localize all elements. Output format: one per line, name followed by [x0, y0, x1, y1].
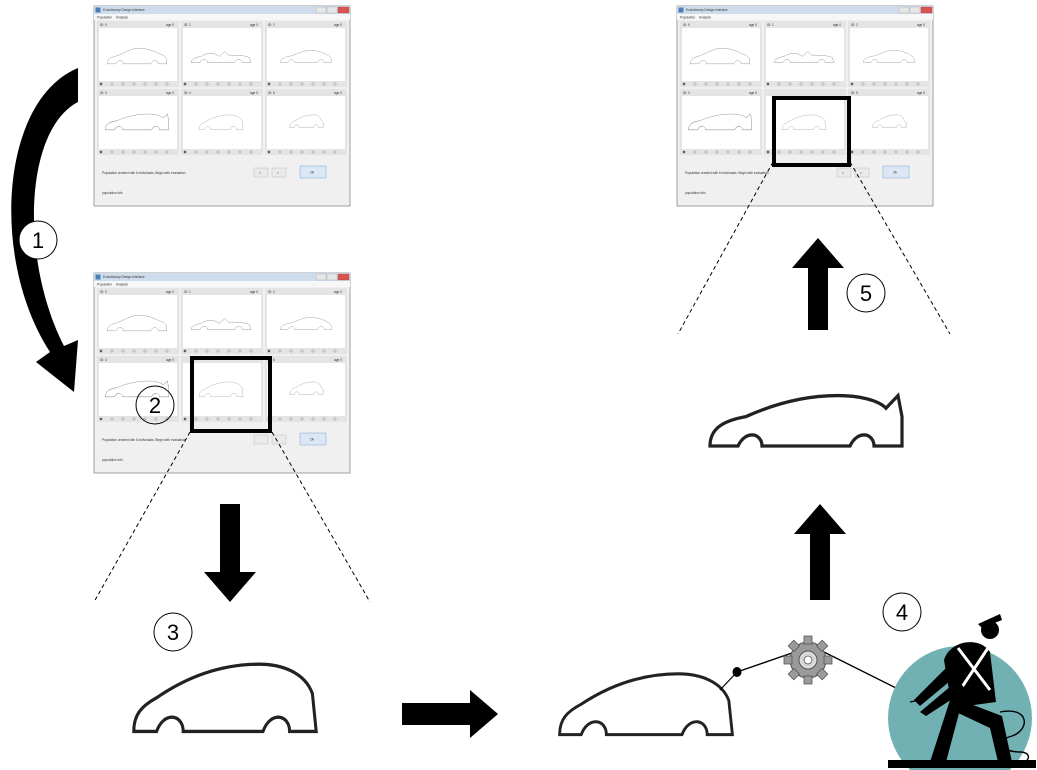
cell-age: age 0: [749, 91, 757, 95]
cell-id: ID: 3: [100, 358, 107, 362]
gear-icon: [783, 635, 833, 685]
cell-age: age 0: [250, 91, 258, 95]
cell-id: ID: 3: [683, 91, 690, 95]
menu-population[interactable]: Population: [97, 282, 112, 286]
menu-analysis[interactable]: Analysis: [116, 282, 128, 286]
status-text: Population created with 6 individuals. B…: [685, 171, 769, 175]
cell-age: age 0: [334, 23, 342, 27]
window-title: Evolutionary Design Interface: [686, 8, 728, 12]
step-5-marker: 5: [846, 273, 886, 313]
right-arrow: [402, 690, 498, 738]
cell-age: age 0: [334, 358, 342, 362]
zoom-lines: [93, 161, 951, 603]
cell-age: age 0: [250, 23, 258, 27]
cell-id: ID: 5: [851, 91, 858, 95]
step-4-label: 4: [896, 600, 908, 625]
gui-window-selection: Evolutionary Design Interface Population…: [94, 273, 350, 473]
next-button[interactable]: >: [277, 171, 279, 175]
cell-id: ID: 2: [268, 23, 275, 27]
cell-age: age 0: [166, 23, 174, 27]
info-text: population info: [685, 191, 706, 195]
cell-age: age 0: [166, 358, 174, 362]
next-button[interactable]: >: [860, 171, 862, 175]
info-text: population info: [102, 191, 123, 195]
status-text: Population created with 6 individuals. B…: [102, 171, 186, 175]
cell-age: age 0: [833, 23, 841, 27]
prev-button[interactable]: <: [259, 171, 261, 175]
down-arrow: [204, 504, 256, 602]
cell-id: ID: 5: [268, 91, 275, 95]
curved-arrow: [11, 68, 78, 392]
menu-analysis[interactable]: Analysis: [116, 15, 128, 19]
step-3-marker: 3: [153, 612, 193, 652]
cell-id: ID: 1: [184, 290, 191, 294]
cell-id: ID: 2: [268, 290, 275, 294]
ok-button[interactable]: Ok: [893, 171, 897, 175]
step-3-label: 3: [167, 620, 179, 645]
cell-age: age 0: [917, 91, 925, 95]
menu-analysis[interactable]: Analysis: [699, 15, 711, 19]
updated-cell-highlight[interactable]: [772, 96, 851, 167]
status-text: Population created with 6 individuals. B…: [102, 438, 186, 442]
cell-id: ID: 3: [100, 91, 107, 95]
menu-population[interactable]: Population: [680, 15, 695, 19]
step-4-marker: 4: [882, 592, 922, 632]
prev-button[interactable]: <: [842, 171, 844, 175]
selected-car-outline: [132, 662, 318, 734]
cell-age: age 0: [250, 290, 258, 294]
step-1-label: 1: [32, 228, 44, 253]
ok-button[interactable]: Ok: [310, 171, 314, 175]
ok-button[interactable]: Ok: [310, 438, 314, 442]
window-title: Evolutionary Design Interface: [103, 8, 145, 12]
step-5-label: 5: [860, 281, 872, 306]
window-title: Evolutionary Design Interface: [103, 275, 145, 279]
cell-age: age 0: [917, 23, 925, 27]
cell-id: ID: 4: [184, 91, 191, 95]
info-text: population info: [102, 458, 123, 462]
step-2-marker: 2: [135, 385, 175, 425]
cell-age: age 0: [334, 290, 342, 294]
worker-pulling-rope-icon: [888, 614, 1036, 770]
cell-age: age 0: [334, 91, 342, 95]
step-1-marker: 1: [18, 220, 58, 260]
cell-id: ID: 1: [184, 23, 191, 27]
evolved-car-outline: [708, 393, 904, 448]
cell-id: ID: 2: [851, 23, 858, 27]
up-arrow-lower: [794, 504, 846, 600]
cell-id: ID: 0: [100, 290, 107, 294]
selected-cell-highlight[interactable]: [190, 356, 272, 433]
cell-age: age 0: [749, 23, 757, 27]
cell-id: ID: 0: [683, 23, 690, 27]
menu-population[interactable]: Population: [97, 15, 112, 19]
manipulated-car-outline: [558, 672, 734, 737]
cell-age: age 0: [166, 91, 174, 95]
step-2-label: 2: [149, 393, 161, 418]
gui-window-result: Evolutionary Design Interface Population…: [677, 6, 933, 206]
gui-window-initial: Evolutionary Design Interface Population…: [94, 6, 350, 206]
cell-id: ID: 1: [767, 23, 774, 27]
cell-age: age 0: [166, 290, 174, 294]
cell-id: ID: 0: [100, 23, 107, 27]
up-arrow-upper: [792, 238, 844, 330]
